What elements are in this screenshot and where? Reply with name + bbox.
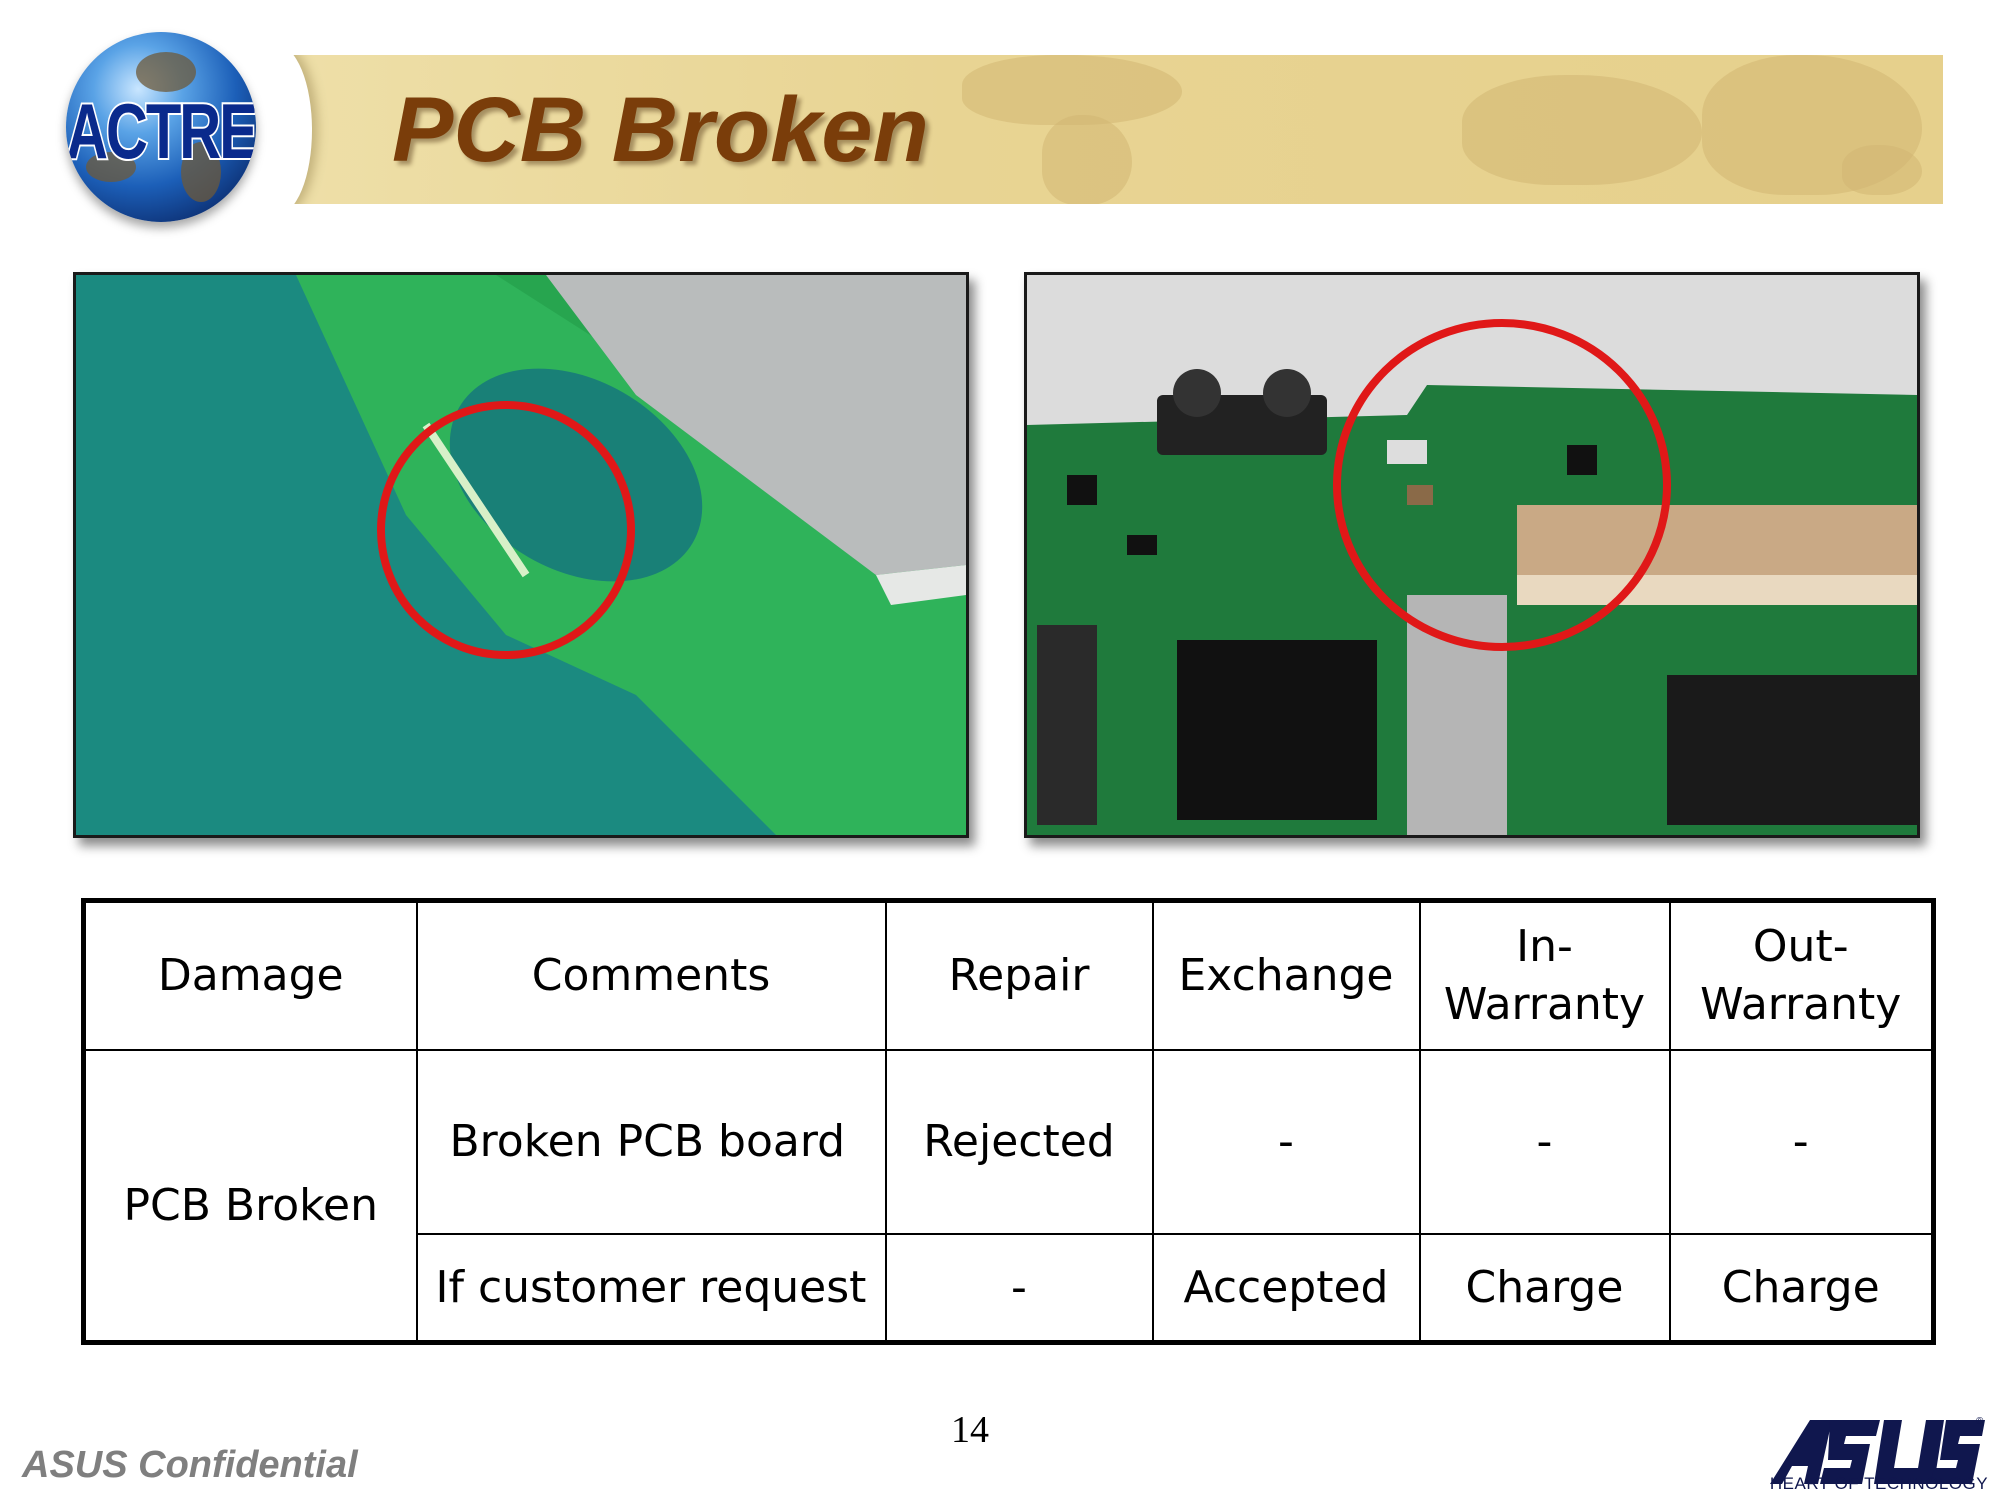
repair-cell: Rejected (884, 1049, 1154, 1235)
brand-tagline: HEART OF TECHNOLOGY (1769, 1474, 1989, 1493)
broken-pcb-photo-left (73, 272, 969, 838)
table-row: If customer request - Accepted Charge Ch… (84, 1233, 1935, 1344)
damage-cell: PCB Broken (82, 1049, 418, 1344)
header-out-warranty: Out- Warranty (1668, 899, 1935, 1051)
svg-text:®: ® (1976, 1416, 1984, 1427)
comments-cell: If customer request (415, 1233, 887, 1344)
in-warranty-cell: Charge (1418, 1233, 1671, 1344)
exchange-cell: Accepted (1151, 1233, 1421, 1344)
table-row: PCB Broken Broken PCB board Rejected - -… (82, 1049, 1935, 1344)
title-banner (282, 55, 1943, 204)
comments-cell: Broken PCB board (415, 1049, 887, 1235)
confidential-label: ASUS Confidential (22, 1444, 358, 1486)
header-damage: Damage (82, 899, 418, 1051)
exchange-cell: - (1151, 1049, 1421, 1235)
out-warranty-cell: - (1668, 1049, 1935, 1235)
page-title: PCB Broken (392, 79, 929, 181)
header-repair: Repair (884, 899, 1154, 1051)
actre-logo-text: ACTRE (66, 86, 256, 178)
broken-pcb-photo-right (1024, 272, 1920, 838)
asus-logo-icon: ® (1770, 1416, 1985, 1484)
repair-cell: - (884, 1233, 1154, 1344)
header-in-warranty: In- Warranty (1418, 899, 1671, 1051)
damage-policy-table: Damage Comments Repair Exchange In- Warr… (81, 898, 1936, 1345)
in-warranty-cell: - (1418, 1049, 1671, 1235)
actre-logo: ACTRE (66, 32, 256, 222)
out-warranty-cell: Charge (1668, 1233, 1935, 1344)
header-comments: Comments (415, 899, 887, 1051)
header-exchange: Exchange (1151, 899, 1421, 1051)
page-number: 14 (951, 1409, 989, 1451)
table-header-row: Damage Comments Repair Exchange In- Warr… (82, 899, 1935, 1051)
